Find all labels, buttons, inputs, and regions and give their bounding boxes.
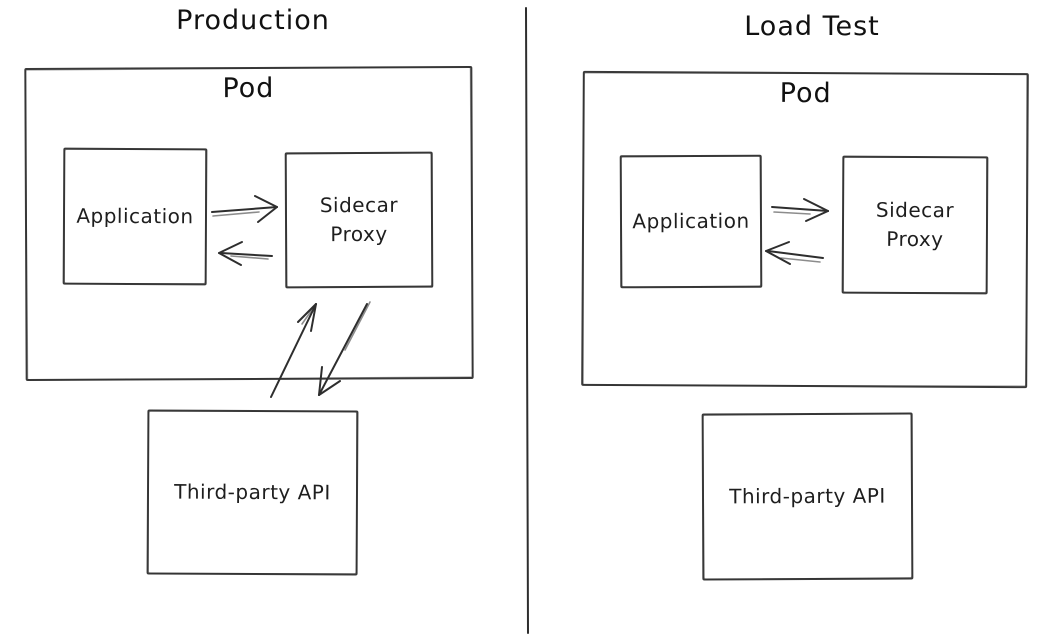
load-test-third-party-api-label: Third-party API — [729, 483, 886, 509]
load-test-sidecar-proxy-label: Sidecar Proxy — [875, 197, 955, 252]
load-test-application-label: Application — [632, 208, 750, 234]
production-application-box: Application — [62, 147, 208, 286]
panel-divider-line — [525, 7, 529, 634]
production-sidecar-proxy-label: Sidecar Proxy — [319, 192, 399, 247]
production-sidecar-proxy-box: Sidecar Proxy — [284, 151, 434, 289]
production-pod-label: Pod — [222, 72, 275, 105]
production-third-party-api-label: Third-party API — [174, 479, 331, 505]
load-test-application-box: Application — [619, 154, 763, 289]
production-title: Production — [176, 5, 330, 36]
production-third-party-api-box: Third-party API — [146, 409, 359, 576]
load-test-sidecar-proxy-box: Sidecar Proxy — [841, 155, 989, 295]
load-test-title: Load Test — [744, 11, 880, 42]
load-test-third-party-api-box: Third-party API — [701, 412, 914, 581]
load-test-pod-label: Pod — [779, 77, 832, 110]
production-application-label: Application — [76, 203, 194, 229]
